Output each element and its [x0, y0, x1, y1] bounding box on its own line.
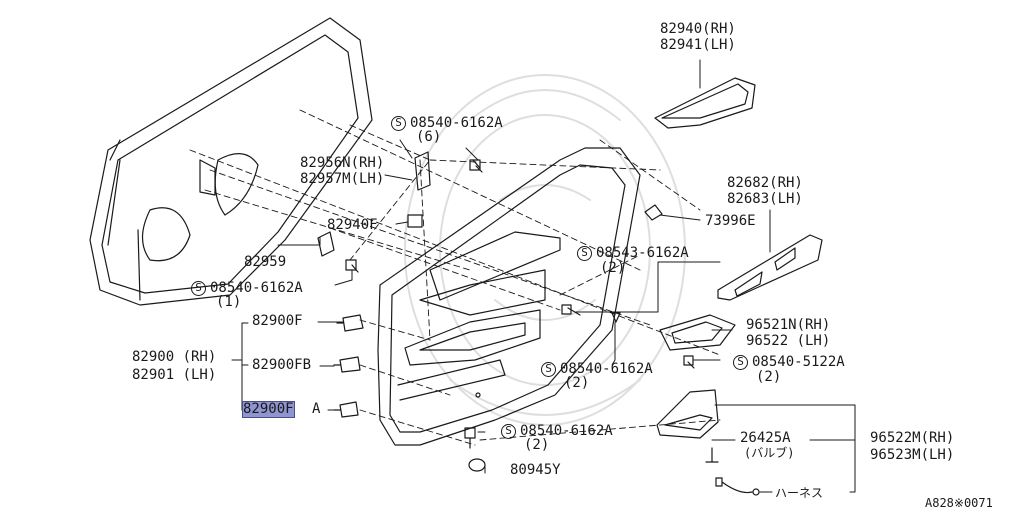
clip-82900fa	[333, 401, 359, 418]
part-label-82900fa-highlighted[interactable]: 82900F	[242, 401, 295, 418]
lamp-housing-part	[656, 389, 719, 439]
part-label-82900fa-suffix: A	[312, 401, 321, 417]
screw-symbol-icon: S	[501, 424, 516, 439]
part-label-82900fb: 82900FB	[252, 357, 312, 373]
switch-bezel-part	[717, 234, 823, 301]
part-label-82683: 82683(LH)	[727, 191, 803, 207]
screw-symbol-icon: S	[541, 362, 556, 377]
part-qty-screw-08543: (2)	[600, 260, 626, 276]
part-label-82957: 82957M(LH)	[300, 171, 385, 187]
leader-lines	[231, 59, 856, 493]
part-label-26425: 26425A	[740, 430, 791, 446]
part-qty-screw-6162-mid: (2)	[564, 375, 590, 391]
upper-trim-part	[654, 77, 756, 129]
screw-symbol-icon: S	[577, 246, 592, 261]
part-label-82900f: 82900F	[252, 313, 303, 329]
part-qty-screw-5122: (2)	[756, 369, 782, 385]
clip-82900f	[336, 314, 364, 332]
clip-82900fb	[333, 356, 361, 373]
part-label-82959: 82959	[244, 254, 287, 270]
part-qty-screw-6162-bottom: (2)	[524, 437, 550, 453]
part-label-82940f: 82940F	[327, 217, 378, 233]
part-label-96523m: 96523M(LH)	[870, 447, 955, 463]
part-label-harness: ハーネス	[775, 486, 824, 500]
screw-symbol-icon: S	[191, 281, 206, 296]
pull-pocket-part	[659, 314, 736, 351]
part-label-screw-5122: 08540-5122A	[752, 354, 845, 370]
part-label-82901: 82901 (LH)	[132, 367, 217, 383]
part-label-82956: 82956N(RH)	[300, 155, 385, 171]
door-inner-shell	[89, 17, 373, 306]
part-note-26425: (バルブ)	[744, 446, 795, 460]
part-label-screw-6162-left: 08540-6162A	[210, 280, 303, 296]
part-label-82682: 82682(RH)	[727, 175, 803, 191]
part-label-73996: 73996E	[705, 213, 756, 229]
diagram-id: A828※0071	[925, 496, 993, 510]
door-trim-panel	[377, 147, 641, 446]
part-qty-screw-6162-left: (1)	[216, 294, 242, 310]
part-label-96522m: 96522M(RH)	[870, 430, 955, 446]
guide-lines	[189, 109, 721, 446]
part-label-80945: 80945Y	[510, 462, 561, 478]
part-label-96521: 96521N(RH)	[746, 317, 831, 333]
part-label-96522: 96522 (LH)	[746, 333, 831, 349]
part-label-screw-6162-mid: 08540-6162A	[560, 361, 653, 377]
part-qty-screw-6162-top: (6)	[416, 129, 442, 145]
screw-symbol-icon: S	[733, 355, 748, 370]
part-label-82941: 82941(LH)	[660, 37, 736, 53]
part-label-82940: 82940(RH)	[660, 21, 736, 37]
part-label-screw-6162-top: 08540-6162A	[410, 115, 503, 131]
part-label-82900: 82900 (RH)	[132, 349, 217, 365]
watermark-emblem	[404, 74, 686, 426]
screw-symbol-icon: S	[391, 116, 406, 131]
part-label-screw-08543: 08543-6162A	[596, 245, 689, 261]
part-label-screw-6162-bottom: 08540-6162A	[520, 423, 613, 439]
fasteners	[317, 151, 760, 496]
